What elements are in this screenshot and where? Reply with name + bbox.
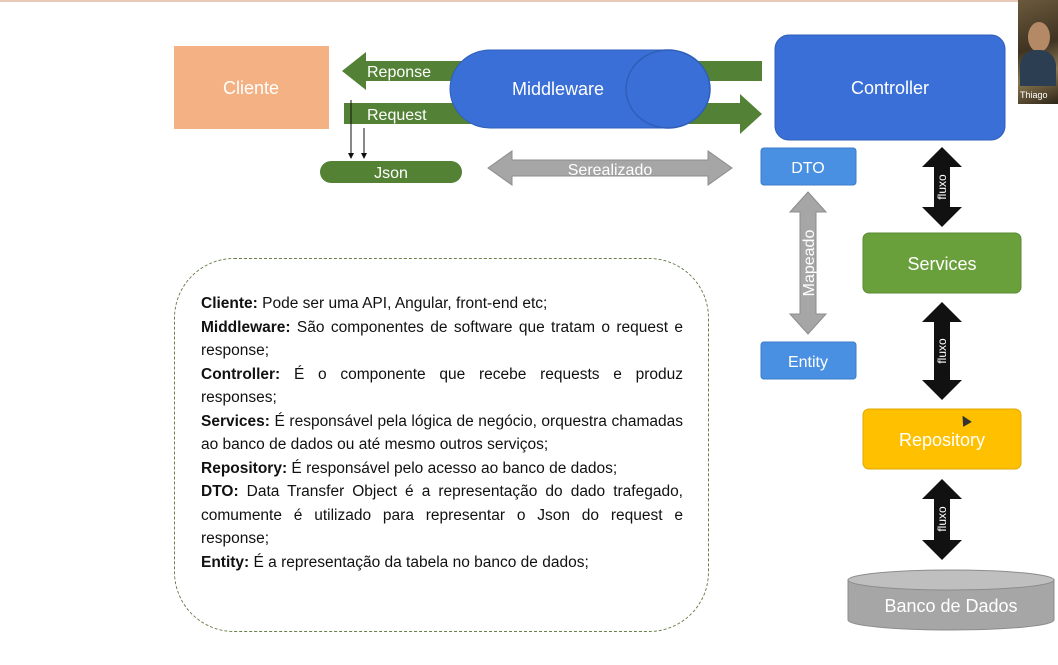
legend-item-cliente: Cliente: Pode ser uma API, Angular, fron… xyxy=(201,295,548,312)
fluxo-label-1: fluxo xyxy=(935,174,949,200)
middleware-cylinder-cap xyxy=(625,49,711,129)
webcam-face xyxy=(1028,22,1050,52)
webcam-name: Thiago xyxy=(1020,90,1048,100)
legend-item-services: Services: É responsável pela lógica de n… xyxy=(201,412,683,454)
controller-label: Controller xyxy=(851,78,929,98)
entity-label: Entity xyxy=(788,354,828,371)
repository-box xyxy=(862,408,1022,470)
fluxo-arrow-2 xyxy=(922,302,962,400)
json-pill xyxy=(320,161,462,183)
webcam-thumbnail: Thiago xyxy=(1018,0,1058,104)
response-label: Reponse xyxy=(367,64,431,81)
legend-item-middleware: Middleware: São componentes de software … xyxy=(201,318,683,360)
serializado-label: Serealizado xyxy=(568,162,653,179)
mapeado-label: Mapeado xyxy=(801,230,818,297)
entity-box xyxy=(760,341,857,380)
repository-label: Repository xyxy=(899,430,985,450)
fluxo-arrow-3 xyxy=(922,479,962,560)
cliente-label: Cliente xyxy=(223,78,279,98)
legend-box xyxy=(174,258,709,632)
banco-cylinder xyxy=(847,579,1055,631)
mapeado-arrow xyxy=(788,191,828,335)
fluxo-arrow-1 xyxy=(922,147,962,227)
webcam-shoulders xyxy=(1020,50,1056,86)
banco-cylinder-top xyxy=(847,569,1055,591)
json-label: Json xyxy=(374,165,408,182)
request-label: Request xyxy=(367,107,427,124)
legend-item-entity: Entity: É a representação da tabela no b… xyxy=(201,553,589,571)
legend-item-controller: Controller: É o componente que recebe re… xyxy=(201,365,683,407)
banco-label: Banco de Dados xyxy=(884,596,1017,616)
serializado-arrow xyxy=(487,150,733,186)
legend-item-repository: Repository: É responsável pelo acesso ao… xyxy=(201,459,618,477)
middleware-label: Middleware xyxy=(512,79,604,99)
cliente-box xyxy=(174,46,329,129)
dto-box xyxy=(760,147,857,186)
services-box xyxy=(862,232,1022,294)
controller-box xyxy=(774,34,1006,141)
dto-label: DTO xyxy=(791,160,824,177)
legend-text: Cliente: Pode ser uma API, Angular, fron… xyxy=(201,292,683,574)
fluxo-label-3: fluxo xyxy=(935,506,949,532)
services-label: Services xyxy=(907,254,976,274)
legend-item-dto: DTO: Data Transfer Object é a representa… xyxy=(201,483,683,547)
fluxo-label-2: fluxo xyxy=(935,338,949,364)
top-accent-line xyxy=(0,0,1058,2)
